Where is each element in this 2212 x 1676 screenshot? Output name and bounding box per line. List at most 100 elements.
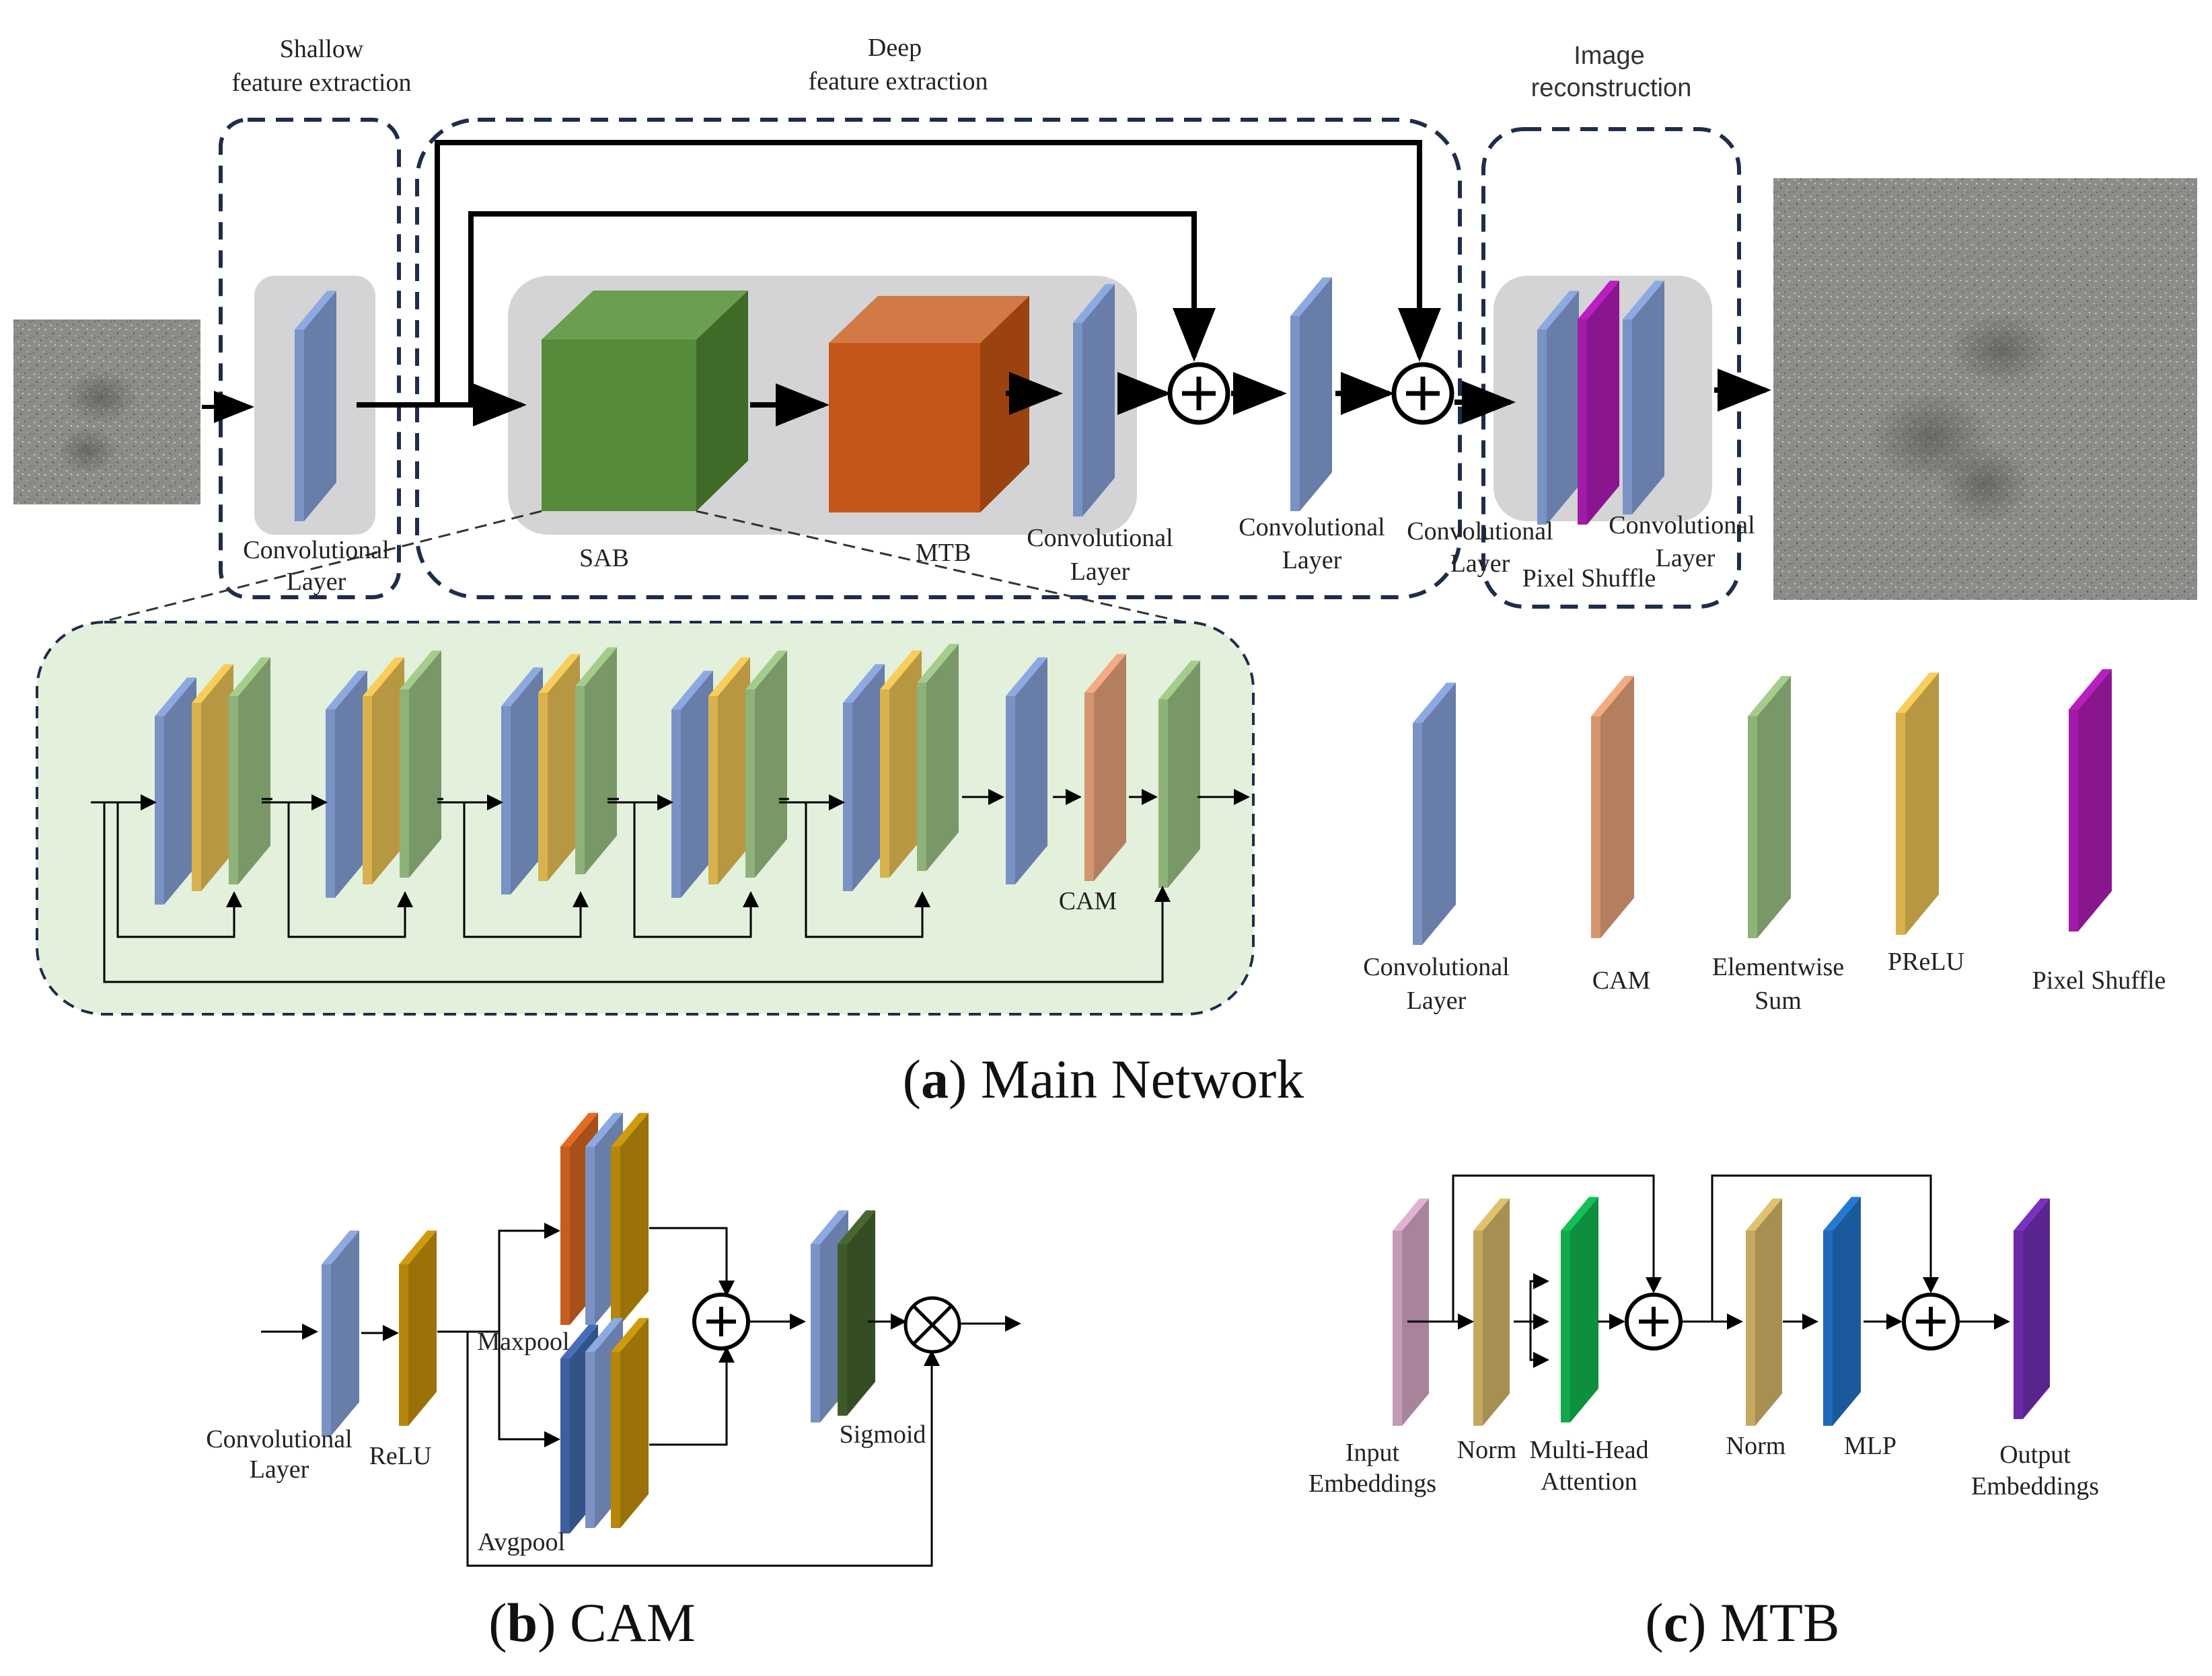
- legend-label-5: Pixel Shuffle: [2032, 966, 2166, 995]
- caption-c: (c) MTB: [1645, 1592, 1839, 1653]
- mtb-sum-circle-2: [1902, 1293, 1960, 1350]
- sab-prelu-1: [192, 664, 233, 891]
- zoom-line-left: [100, 510, 542, 623]
- sab-prelu-5: [880, 650, 922, 878]
- cam-conv-layer: [322, 1230, 359, 1436]
- legend-label-3-2: Sum: [1755, 987, 1802, 1015]
- conv3-label-2: Layer: [1282, 546, 1342, 574]
- norm1-label: Norm: [1457, 1436, 1517, 1464]
- mtb-label: MTB: [916, 539, 971, 567]
- caption-b: (b) CAM: [488, 1592, 696, 1653]
- conv4-label: Convolutional: [1407, 517, 1553, 545]
- mtb-mha: [1561, 1196, 1598, 1422]
- sab-conv-3: [501, 667, 543, 894]
- mtb-output-emb: [2014, 1198, 2050, 1419]
- ps-conv-a: [1537, 291, 1579, 525]
- sab-sum-2: [400, 650, 441, 878]
- cam-arrows: [261, 1223, 1021, 1567]
- legend-label-1-2: Layer: [1407, 987, 1467, 1015]
- sab-sum-1: [229, 657, 270, 884]
- conv4-label-2: Layer: [1450, 549, 1510, 578]
- legend-swatch-4: [1896, 673, 1939, 935]
- shallow-section-title: Shallow: [280, 35, 364, 63]
- input-emb-label: Input: [1345, 1439, 1400, 1467]
- legend-swatch-1: [1413, 683, 1456, 945]
- cam-layers: [322, 1112, 875, 1533]
- conv5-label: Convolutional: [1609, 511, 1755, 539]
- legend-swatch-5: [2069, 669, 2112, 931]
- conv2-label-2: Layer: [1070, 558, 1130, 586]
- shallow-section-subtitle: feature extraction: [232, 69, 412, 97]
- conv2-label: Convolutional: [1027, 524, 1173, 552]
- sab-conv-2: [326, 671, 367, 898]
- output-image: [1773, 178, 2197, 600]
- avgpool-label: Avgpool: [478, 1528, 565, 1556]
- cam-avgpool-c: [611, 1318, 649, 1528]
- cam-relu-layer: [399, 1230, 437, 1426]
- maxpool-label: Maxpool: [477, 1328, 569, 1356]
- sum-circle-2: [1391, 362, 1454, 425]
- mtb-arrows: [1407, 1174, 2010, 1368]
- conv3-layer: [1290, 277, 1332, 511]
- relu-label: ReLU: [369, 1442, 432, 1470]
- sab-conv-5: [843, 664, 885, 891]
- caption-a: (a) Main Network: [903, 1049, 1304, 1110]
- conv3-label: Convolutional: [1239, 513, 1385, 541]
- sab-prelu-4: [708, 657, 750, 884]
- cam-conv-label-2: Layer: [250, 1455, 309, 1484]
- mtb-diagram: Input Embeddings Norm Multi-Head Attenti…: [1308, 1174, 2099, 1653]
- pixelshuffle-label: Pixel Shuffle: [1522, 564, 1656, 593]
- sab-prelu-3: [538, 654, 580, 881]
- deep-section-box: [415, 118, 1462, 599]
- ps-pixelshuffle: [1578, 280, 1619, 525]
- sab-detail-arrows: [91, 789, 1250, 983]
- sab-conv-1: [155, 677, 196, 905]
- output-emb-label-2: Embeddings: [1971, 1472, 2099, 1500]
- mtb-norm1: [1473, 1198, 1510, 1426]
- mlp-label: MLP: [1844, 1432, 1896, 1460]
- sab-conv-4: [671, 671, 713, 898]
- cam-conv-label: Convolutional: [206, 1425, 352, 1453]
- recon-section-subtitle: reconstruction: [1531, 74, 1692, 102]
- conv5-label-2: Layer: [1656, 544, 1716, 572]
- conv1-label-2: Layer: [287, 568, 346, 596]
- mha-label: Multi-Head: [1529, 1436, 1648, 1464]
- legend: [1413, 669, 2112, 945]
- sab-label: SAB: [579, 544, 629, 572]
- recon-section-box: [1481, 127, 1741, 609]
- input-image: [13, 319, 200, 504]
- sab-prelu-2: [363, 657, 404, 884]
- mha-label-2: Attention: [1541, 1468, 1637, 1496]
- sab-conv-final: [1006, 657, 1047, 884]
- norm2-label: Norm: [1726, 1432, 1786, 1460]
- sab-sum-3: [575, 647, 617, 874]
- legend-label-3: Elementwise: [1712, 953, 1844, 981]
- main-arrows: [202, 140, 1771, 426]
- sab-detail-layers: [155, 644, 1200, 905]
- sab-block: [542, 291, 748, 511]
- legend-label-2: CAM: [1592, 966, 1651, 995]
- main-layers: [295, 277, 1664, 525]
- cam-sum-circle: [692, 1293, 750, 1350]
- legend-label-4: PReLU: [1888, 948, 1964, 976]
- mtb-norm2: [1746, 1198, 1782, 1426]
- main-network: Shallow feature extraction Deep feature …: [13, 34, 2197, 1110]
- cam-mult-circle: [904, 1296, 961, 1354]
- ps-conv-b: [1623, 280, 1664, 515]
- deep-section-title: Deep: [868, 34, 922, 62]
- sab-cam: [1084, 654, 1126, 881]
- cam-label: CAM: [1059, 887, 1117, 915]
- cam-sigmoid-layer: [838, 1210, 875, 1416]
- mtb-input-emb: [1393, 1198, 1429, 1426]
- mtb-sum-circle-1: [1625, 1293, 1683, 1350]
- shallow-section-box: [219, 118, 401, 599]
- sab-sum-5: [917, 644, 959, 871]
- input-emb-label-2: Embeddings: [1308, 1470, 1436, 1498]
- output-emb-label: Output: [1999, 1441, 2071, 1469]
- mtb-layers: [1393, 1196, 2050, 1426]
- sab-sum-4: [745, 650, 787, 878]
- conv2-layer: [1073, 284, 1115, 517]
- recon-section-title: Image: [1574, 42, 1645, 70]
- mtb-mlp: [1823, 1196, 1861, 1426]
